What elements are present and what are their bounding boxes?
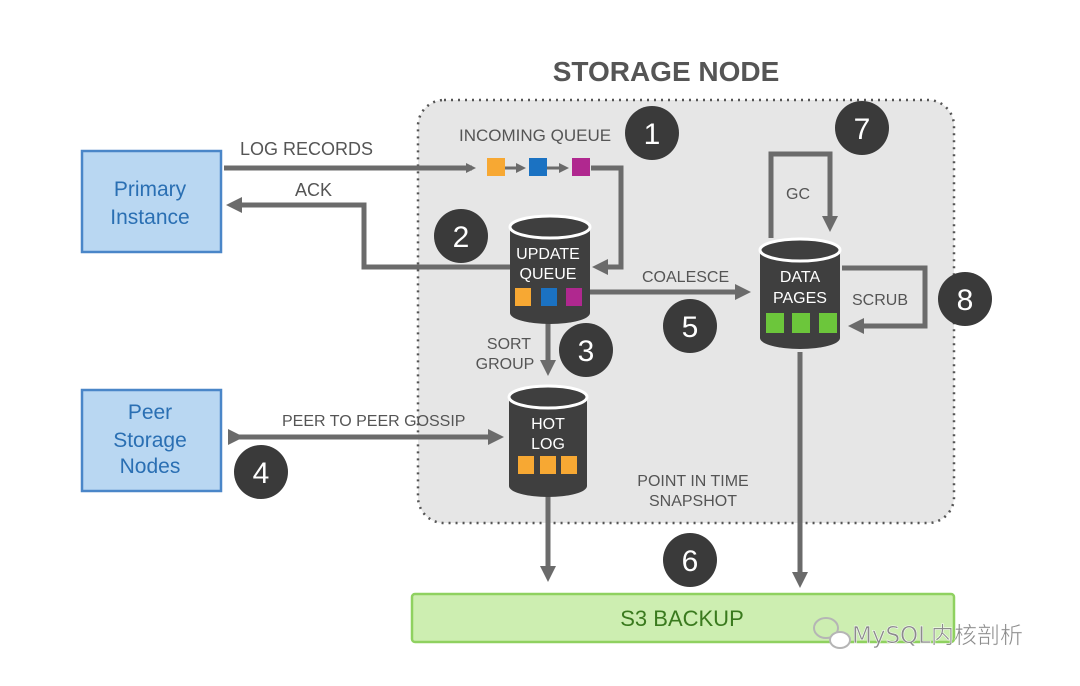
- data-pages-cylinder: DATA PAGES: [758, 237, 842, 349]
- gc-label: GC: [786, 186, 810, 203]
- step-4-badge: 4: [234, 445, 288, 499]
- step-6-badge: 6: [663, 533, 717, 587]
- peer-gossip-label: PEER TO PEER GOSSIP: [282, 413, 465, 430]
- update-item-blue: [541, 288, 557, 306]
- ack-arrow: [226, 197, 510, 270]
- step-2-badge: 2: [434, 209, 488, 263]
- incoming-item-blue: [529, 158, 547, 176]
- scrub-loop-arrow: [842, 265, 928, 334]
- step-1-number: 1: [644, 118, 661, 151]
- peer-storage-nodes-box: Peer Storage Nodes: [80, 388, 223, 493]
- step-8-badge: 8: [938, 272, 992, 326]
- datapage-item-2: [792, 313, 810, 333]
- update-item-magenta: [566, 288, 582, 306]
- peer-label-line2: Storage: [113, 429, 187, 452]
- hot-log-line1: HOT: [531, 416, 565, 433]
- diagram-title: STORAGE NODE: [553, 56, 780, 87]
- incoming-queue-label: INCOMING QUEUE: [459, 126, 611, 145]
- snapshot-line2: SNAPSHOT: [649, 493, 737, 510]
- primary-label-line1: Primary: [114, 178, 187, 201]
- data-pages-line2: PAGES: [773, 290, 827, 307]
- update-item-orange: [515, 288, 531, 306]
- coalesce-label: COALESCE: [642, 269, 729, 286]
- watermark-text: MySQL内核剖析: [852, 623, 1023, 649]
- datapage-item-3: [819, 313, 837, 333]
- gc-loop-arrow: [768, 151, 838, 238]
- update-queue-cylinder: UPDATE QUEUE: [508, 214, 592, 324]
- s3-backup-label: S3 BACKUP: [620, 606, 744, 631]
- hot-log-cylinder: HOT LOG: [507, 384, 589, 497]
- sort-group-line1: SORT: [487, 336, 531, 353]
- ack-label: ACK: [295, 180, 332, 200]
- hotlog-item-1: [518, 456, 534, 474]
- step-1-badge: 1: [625, 106, 679, 160]
- update-queue-line1: UPDATE: [516, 246, 580, 263]
- step-4-number: 4: [253, 457, 270, 490]
- scrub-label: SCRUB: [852, 292, 908, 309]
- watermark: MySQL内核剖析: [813, 617, 1023, 649]
- hotlog-item-3: [561, 456, 577, 474]
- step-7-badge: 7: [835, 101, 889, 155]
- step-7-number: 7: [854, 113, 871, 146]
- peer-label-line1: Peer: [128, 401, 172, 424]
- hotlog-item-2: [540, 456, 556, 474]
- step-3-badge: 3: [559, 323, 613, 377]
- log-records-label: LOG RECORDS: [240, 139, 373, 159]
- incoming-item-magenta: [572, 158, 590, 176]
- hot-log-line2: LOG: [531, 436, 565, 453]
- incoming-to-update-arrow: [591, 165, 624, 275]
- step-2-number: 2: [453, 221, 470, 254]
- step-8-number: 8: [957, 284, 974, 317]
- step-5-number: 5: [682, 311, 699, 344]
- update-queue-line2: QUEUE: [520, 266, 577, 283]
- data-pages-line1: DATA: [780, 269, 821, 286]
- step-5-badge: 5: [663, 299, 717, 353]
- step-3-number: 3: [578, 335, 595, 368]
- snapshot-line1: POINT IN TIME: [637, 473, 748, 490]
- sort-group-line2: GROUP: [476, 356, 535, 373]
- datapage-item-1: [766, 313, 784, 333]
- s3-backup-bar: S3 BACKUP: [410, 592, 956, 644]
- wechat-icon: [813, 617, 851, 649]
- step-6-number: 6: [682, 545, 699, 578]
- primary-instance-box: Primary Instance: [80, 149, 223, 254]
- primary-label-line2: Instance: [110, 206, 189, 229]
- incoming-item-orange: [487, 158, 505, 176]
- peer-label-line3: Nodes: [120, 455, 181, 478]
